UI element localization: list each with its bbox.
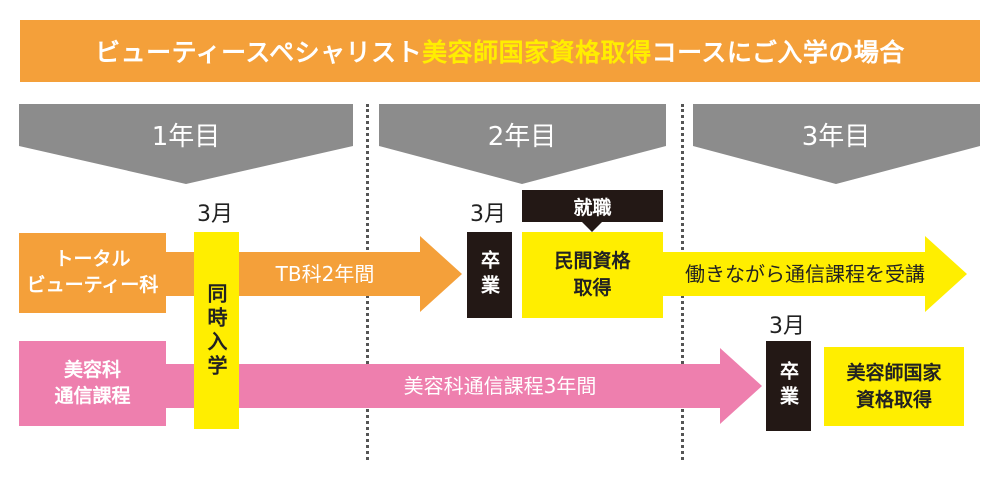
title-highlight: 美容師国家資格取得	[422, 38, 652, 67]
year-2-label: 2年目	[488, 122, 557, 152]
title-prefix: ビューティースペシャリスト	[95, 38, 423, 67]
graduation-box-biyo: 卒業	[766, 341, 811, 431]
year-3-chevron: 3年目	[693, 104, 980, 184]
course-biyo-line2: 通信課程	[54, 384, 131, 407]
month-grad-tb: 3月	[470, 202, 506, 227]
month-enroll: 3月	[197, 202, 233, 227]
working-arrow-label: 働きながら通信課程を受講	[685, 262, 925, 286]
year-2-chevron: 2年目	[379, 104, 666, 184]
qualification-minkan-line2: 取得	[573, 277, 612, 299]
simultaneous-enroll-box: 同時入学	[194, 232, 239, 429]
qualification-minkan-box: 民間資格 取得	[522, 232, 663, 318]
qualification-biyoshi-box: 美容師国家 資格取得	[824, 347, 964, 426]
course-total-line2: ビューティー科	[26, 274, 159, 296]
graduation-box-tb: 卒業	[467, 232, 512, 318]
biyo-arrow: 美容科通信課程3年間	[150, 348, 762, 424]
qualification-minkan-line1: 民間資格	[554, 250, 631, 273]
course-biyo-line1: 美容科	[63, 358, 121, 381]
qualification-biyoshi-line1: 美容師国家	[846, 361, 942, 384]
title-banner: ビューティースペシャリスト美容師国家資格取得コースにご入学の場合	[20, 20, 980, 82]
employment-label: 就職	[573, 196, 612, 219]
biyo-arrow-label: 美容科通信課程3年間	[404, 374, 597, 398]
year-3-label: 3年目	[802, 122, 871, 152]
title-text: ビューティースペシャリスト美容師国家資格取得コースにご入学の場合	[95, 33, 905, 69]
course-total-beauty: トータル ビューティー科	[19, 233, 166, 313]
year-1-label: 1年目	[152, 122, 221, 152]
course-biyo-tsushin: 美容科 通信課程	[19, 341, 166, 426]
tb-arrow-label: TB科2年間	[275, 262, 375, 286]
title-suffix: コースにご入学の場合	[651, 38, 905, 67]
year-1-chevron: 1年目	[19, 104, 353, 184]
working-arrow: 働きながら通信課程を受講	[655, 236, 967, 312]
course-total-line1: トータル	[54, 248, 131, 271]
employment-tag: 就職	[522, 190, 663, 222]
graduation-label-biyo: 卒業	[777, 361, 799, 411]
simultaneous-enroll-label: 同時入学	[204, 282, 228, 379]
employment-pointer	[581, 221, 603, 232]
month-grad-biyo: 3月	[769, 314, 805, 339]
graduation-label-tb: 卒業	[478, 250, 500, 300]
qualification-biyoshi-line2: 資格取得	[855, 388, 932, 411]
